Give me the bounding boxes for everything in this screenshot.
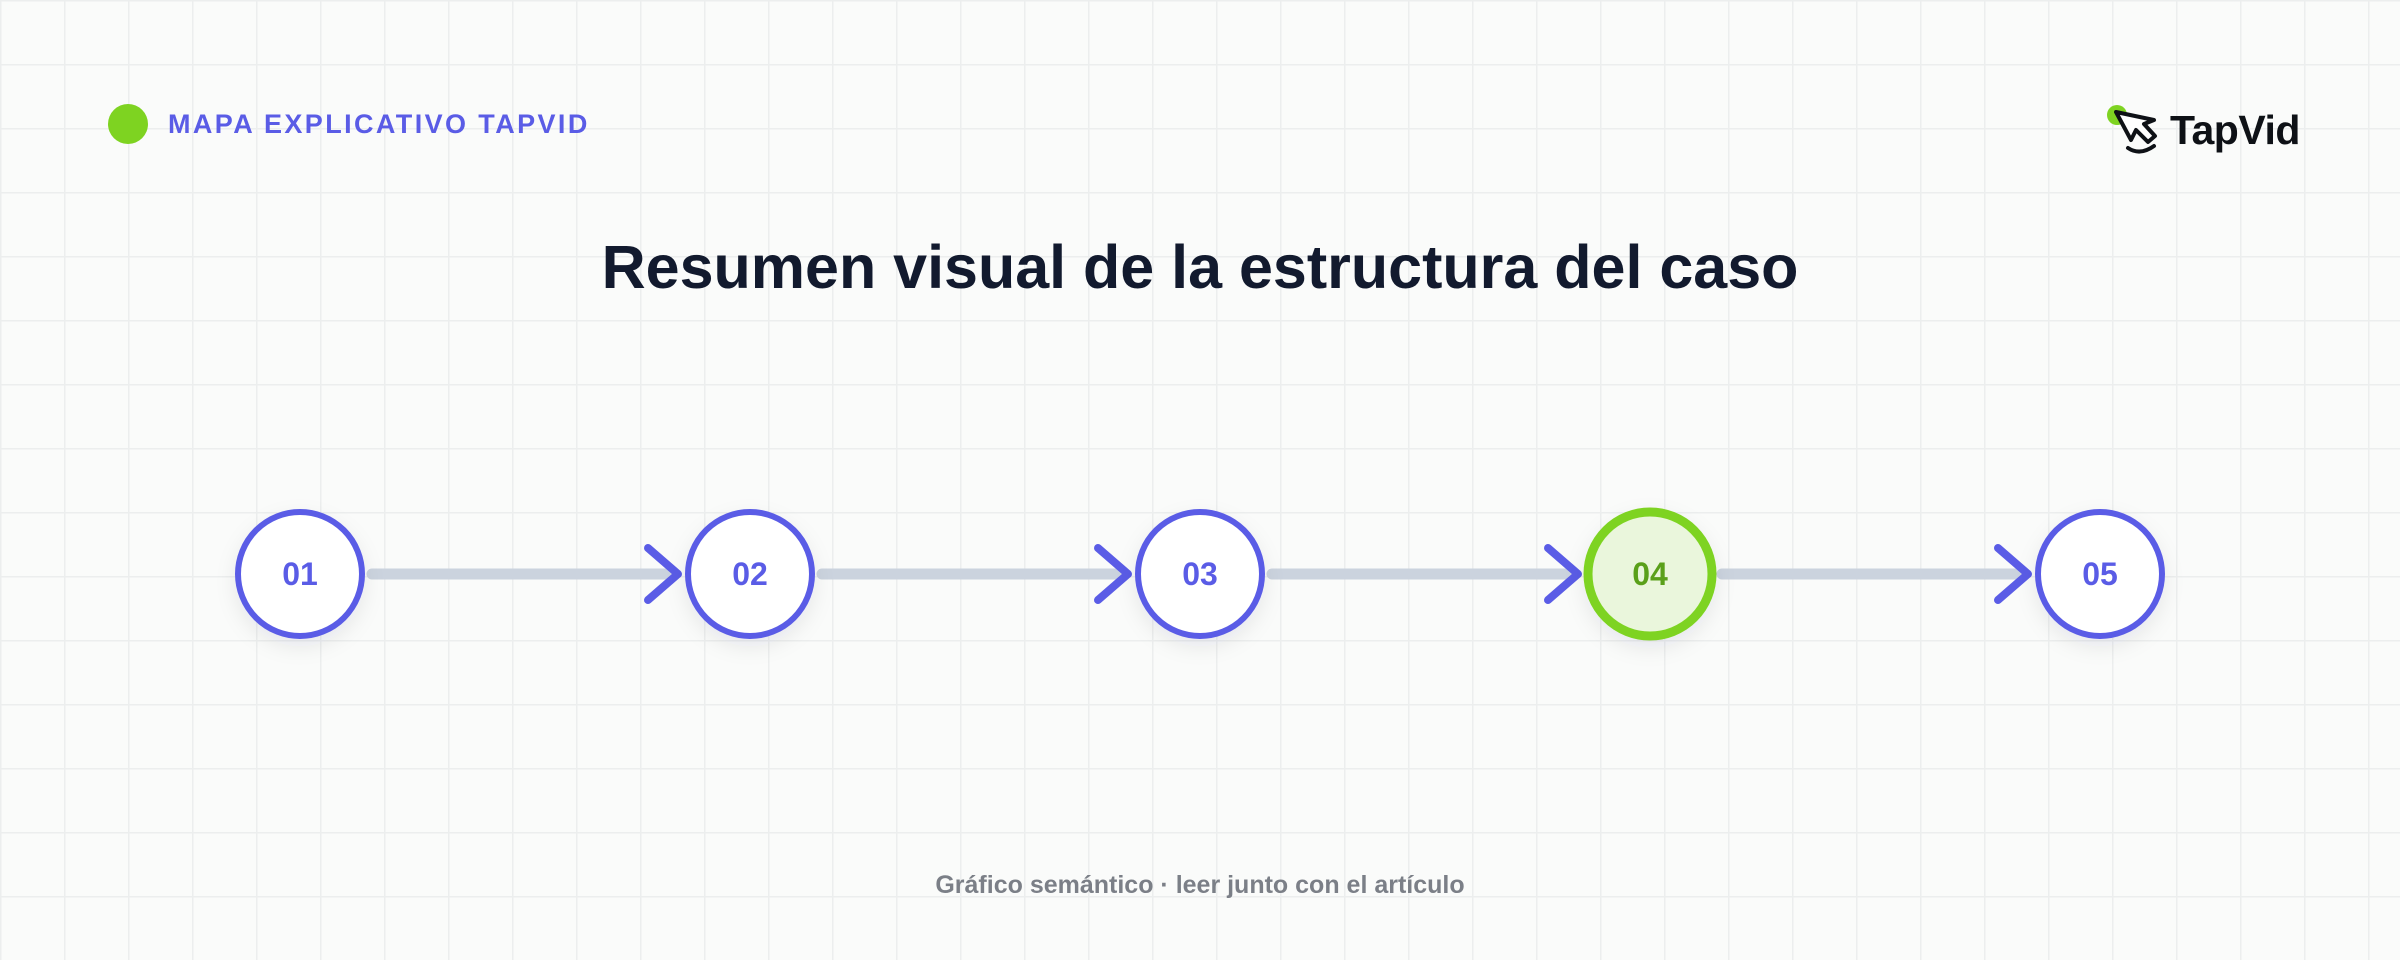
step-label: 03 (1182, 556, 1218, 592)
step-label: 02 (732, 556, 768, 592)
step-label: 04 (1632, 556, 1668, 592)
step-circle (2035, 509, 2165, 639)
arrow-head-icon (1544, 544, 1582, 604)
footer-note: Gráfico semántico · leer junto con el ar… (935, 871, 1465, 899)
step-node-01[interactable]: 01 (235, 509, 365, 639)
step-label: 05 (2082, 556, 2118, 592)
page-title: Resumen visual de la estructura del caso (601, 233, 1799, 301)
step-circle (685, 509, 815, 639)
step-node-03[interactable]: 03 (1135, 509, 1265, 639)
logo-text: TapVid (2170, 106, 2300, 153)
step-node-05[interactable]: 05 (2035, 509, 2165, 639)
step-label: 01 (282, 556, 318, 592)
header-badge: MAPA EXPLICATIVO TAPVID (108, 104, 590, 144)
step-node-02[interactable]: 02 (685, 509, 815, 639)
arrow-head-icon (644, 544, 682, 604)
tapvid-logo[interactable]: TapVid (2104, 100, 2300, 160)
header-label: MAPA EXPLICATIVO TAPVID (168, 108, 590, 139)
arrow-head-icon (1994, 544, 2032, 604)
green-dot-icon (108, 104, 148, 144)
step-circle (1135, 509, 1265, 639)
step-node-04[interactable]: 04 (1583, 507, 1717, 641)
pointing-hand-icon (2107, 105, 2157, 154)
step-circle (235, 509, 365, 639)
arrow-head-icon (1094, 544, 1132, 604)
step-circle (1583, 507, 1717, 641)
